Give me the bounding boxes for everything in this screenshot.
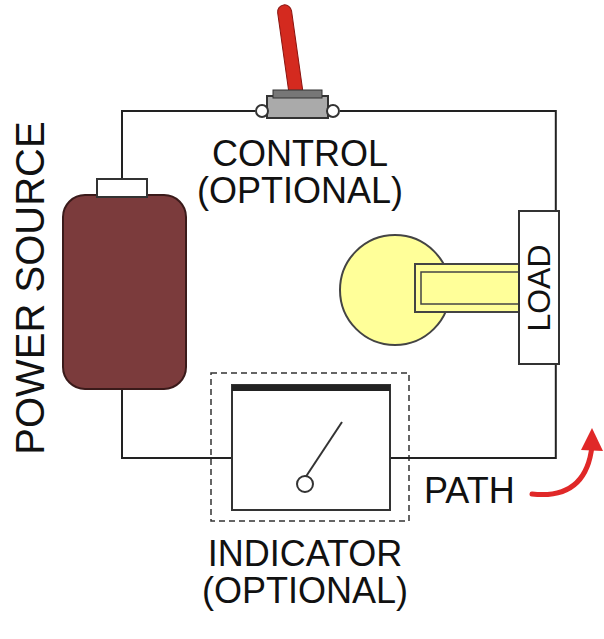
meter-needle (305, 422, 342, 478)
control-label: CONTROL (OPTIONAL) (170, 136, 430, 209)
battery-body (63, 195, 186, 389)
source-label: POWER SOURCE (10, 121, 51, 454)
indicator-label: INDICATOR (OPTIONAL) (185, 536, 425, 609)
wire (122, 390, 210, 458)
meter-pivot (297, 476, 313, 492)
optional-boundary (211, 373, 409, 521)
battery-terminal (97, 179, 147, 197)
switch-lever (277, 4, 304, 101)
toggle-switch-symbol-drawing (255, 0, 340, 128)
power-source: POWER SOURCE (0, 100, 190, 480)
switch-top (273, 90, 322, 98)
path-arrow (532, 428, 603, 495)
bulb-base-inner (421, 272, 519, 304)
wire (210, 457, 232, 459)
wire (410, 365, 556, 458)
meter-face (232, 385, 390, 510)
path-label: PATH (424, 470, 515, 512)
bulb-base (415, 264, 519, 312)
battery-symbol-drawing (62, 178, 187, 390)
load-box: LOAD (518, 210, 560, 365)
indicator: INDICATOR (OPTIONAL) (185, 368, 427, 638)
battery-symbol (62, 178, 187, 390)
meter-symbol (210, 372, 410, 522)
toggle-switch-symbol (255, 0, 340, 128)
wire (390, 457, 410, 459)
meter-top-bar (232, 385, 390, 391)
switch-terminal (327, 105, 339, 117)
meter-symbol-drawing (210, 372, 410, 522)
light-bulb (340, 235, 519, 345)
switch-body (267, 96, 328, 118)
control-switch: CONTROL (OPTIONAL) (170, 0, 432, 215)
path-arrow-curve (532, 446, 592, 495)
path-arrow-head (581, 428, 603, 451)
switch-terminal (256, 105, 268, 117)
load-label: LOAD (523, 244, 556, 331)
